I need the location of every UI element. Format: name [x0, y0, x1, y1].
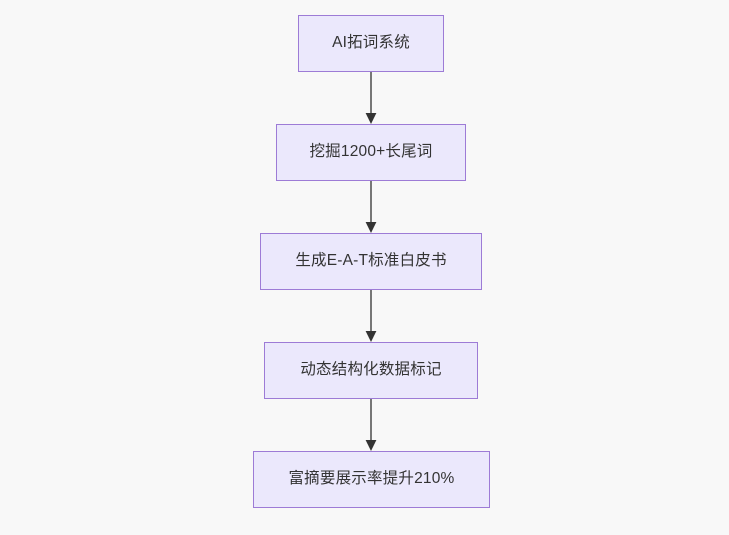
flowchart-node-2[interactable]: 挖掘1200+长尾词 [276, 124, 466, 181]
flowchart-connector-1-2 [362, 72, 380, 124]
flowchart-connector-2-3 [362, 181, 380, 233]
flowchart-node-5[interactable]: 富摘要展示率提升210% [253, 451, 490, 508]
flowchart-connector-3-4 [362, 290, 380, 342]
flowchart-node-3[interactable]: 生成E-A-T标准白皮书 [260, 233, 482, 290]
flowchart-node-4[interactable]: 动态结构化数据标记 [264, 342, 478, 399]
flowchart-node-5-label: 富摘要展示率提升210% [288, 470, 455, 488]
flowchart-node-4-label: 动态结构化数据标记 [300, 361, 442, 379]
flowchart-connector-4-5 [362, 399, 380, 451]
flowchart-node-1-label: AI拓词系统 [332, 34, 410, 52]
flowchart-node-1[interactable]: AI拓词系统 [298, 15, 444, 72]
flowchart-node-2-label: 挖掘1200+长尾词 [309, 143, 433, 161]
flowchart-node-3-label: 生成E-A-T标准白皮书 [295, 252, 447, 270]
